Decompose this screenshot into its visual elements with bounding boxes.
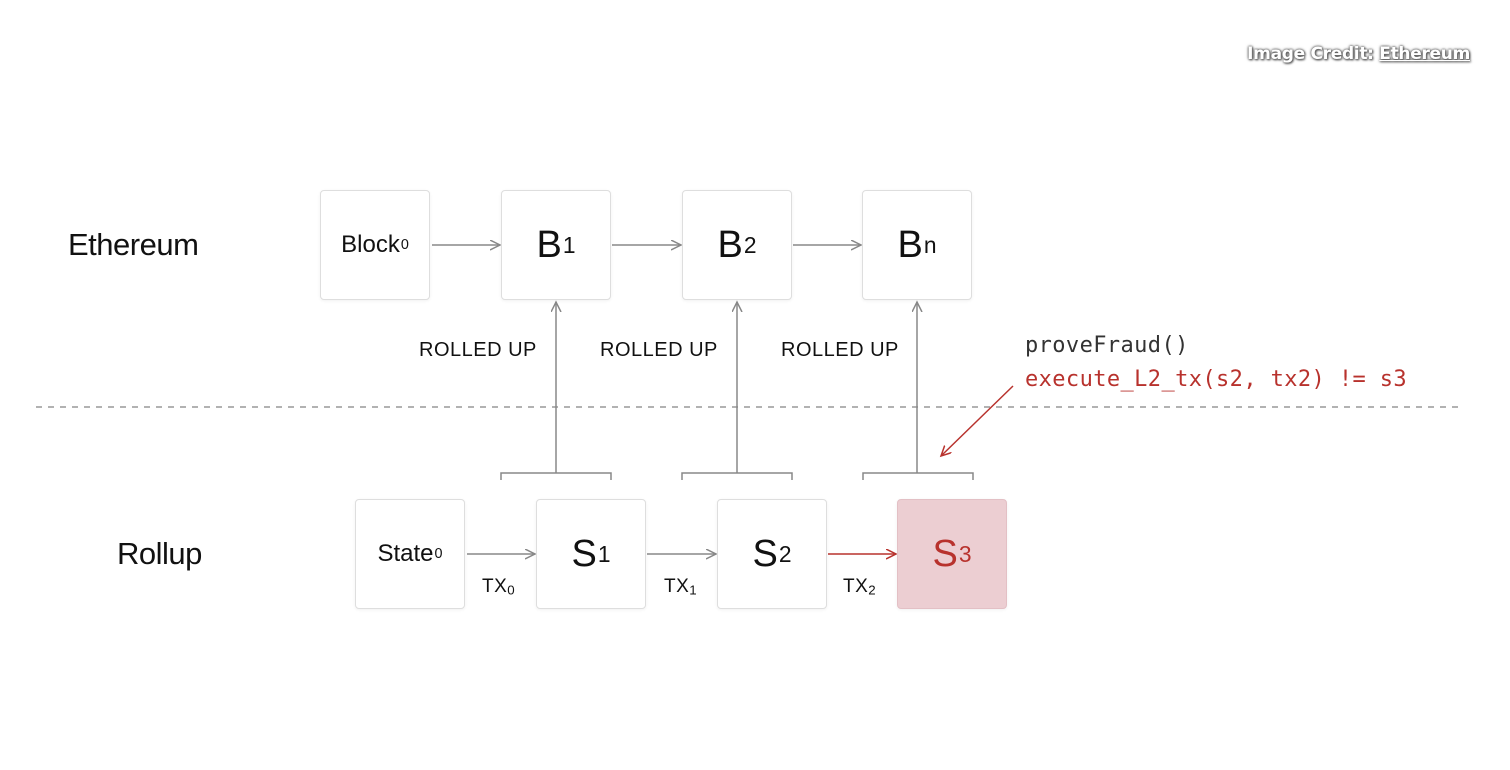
tx-2-label: TX2 bbox=[843, 576, 877, 598]
fraud-condition: execute_L2_tx(s2, tx2) != s3 bbox=[1025, 367, 1408, 392]
tx-0-label: TX0 bbox=[482, 576, 516, 598]
rollup-bracket-3 bbox=[862, 472, 974, 480]
ethereum-row-label: Ethereum bbox=[68, 227, 199, 262]
credit-link[interactable]: Ethereum bbox=[1379, 44, 1470, 64]
credit-prefix: Image Credit: bbox=[1247, 44, 1374, 64]
prove-fraud-call: proveFraud() bbox=[1025, 333, 1189, 358]
rolled-up-label-2: ROLLED UP bbox=[600, 339, 718, 361]
rolled-up-label-3: ROLLED UP bbox=[781, 339, 899, 361]
fraud-pointer-arrow bbox=[941, 385, 1014, 456]
rolled-up-label-1: ROLLED UP bbox=[419, 339, 537, 361]
rollup-bracket-2 bbox=[681, 472, 793, 480]
rollup-row-label: Rollup bbox=[117, 536, 202, 571]
image-credit: Image Credit: Ethereum bbox=[1247, 44, 1470, 64]
rollup-bracket-1 bbox=[500, 472, 612, 480]
tx-1-label: TX1 bbox=[664, 576, 698, 598]
